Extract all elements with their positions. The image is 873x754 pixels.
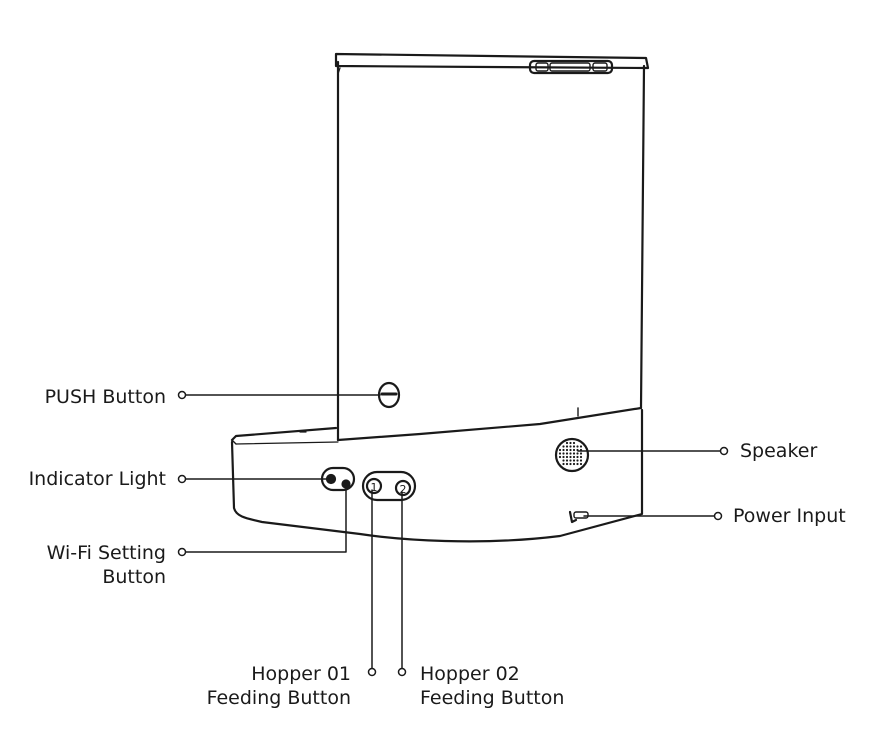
speaker-hole: [569, 452, 572, 455]
speaker-hole: [579, 448, 583, 452]
lid-latch: [528, 59, 614, 75]
speaker-hole: [565, 452, 569, 455]
speaker-hole: [562, 452, 565, 455]
speaker-hole: [569, 445, 572, 448]
hopper01-label: Hopper 01 Feeding Button: [207, 662, 351, 710]
speaker-hole: [579, 462, 583, 466]
speaker-hole: [576, 462, 579, 466]
hopper01-button-shape: [365, 477, 383, 495]
speaker-hole: [576, 445, 579, 448]
speaker-hole: [558, 448, 562, 452]
hopper02-number: 2: [400, 483, 407, 496]
hopper-lid: [334, 52, 650, 70]
speaker-hole: [579, 455, 583, 459]
speaker-hole: [562, 462, 565, 466]
speaker-hole: [558, 455, 562, 459]
speaker-hole: [569, 459, 572, 462]
speaker-hole: [562, 459, 565, 462]
wifi-setting-label-line2: Button: [102, 566, 166, 588]
hopper02-label-line1: Hopper 02: [420, 663, 520, 685]
speaker-hole: [576, 448, 579, 452]
speaker-hole: [572, 462, 576, 466]
speaker-hole: [572, 445, 576, 448]
hopper01-label-line1: Hopper 01: [251, 663, 351, 685]
speaker-hole: [572, 448, 576, 452]
power-input-label: Power Input: [733, 505, 846, 527]
speaker-hole: [576, 452, 579, 455]
speaker-hole: [565, 459, 569, 462]
speaker-dots: [558, 441, 583, 466]
speaker-hole: [565, 455, 569, 459]
hopper02-label-line2: Feeding Button: [420, 687, 565, 709]
hopper02-button-shape: [394, 479, 412, 497]
base: [230, 426, 338, 442]
speaker-hole: [569, 448, 572, 452]
speaker-hole: [562, 448, 565, 452]
speaker-hole: [572, 452, 576, 455]
hopper01-label-line2: Feeding Button: [206, 687, 351, 709]
indicator-light-label: Indicator Light: [28, 468, 166, 490]
wifi-leader: [185, 485, 347, 553]
speaker-hole: [569, 462, 572, 466]
speaker-hole: [562, 445, 565, 448]
speaker-hole: [576, 455, 579, 459]
speaker-hole: [572, 455, 576, 459]
wifi-setting-label-line1: Wi-Fi Setting: [46, 542, 166, 564]
power-input-port: [568, 510, 578, 524]
speaker-label: Speaker: [740, 440, 818, 462]
speaker-grille: [554, 437, 590, 473]
speaker-hole: [579, 445, 583, 448]
hopper02-label: Hopper 02 Feeding Button: [420, 662, 564, 710]
speaker-hole: [565, 445, 569, 448]
speaker-hole: [562, 455, 565, 459]
speaker-hole: [576, 459, 579, 462]
speaker-hole: [569, 441, 572, 445]
speaker-hole: [579, 452, 583, 455]
speaker-hole: [565, 441, 569, 445]
feeding-buttons-panel: [361, 470, 417, 502]
push-button-label: PUSH Button: [44, 386, 166, 408]
speaker-hole: [572, 441, 576, 445]
speaker-hole: [558, 452, 562, 455]
speaker-hole: [579, 459, 583, 462]
speaker-hole: [565, 462, 569, 466]
speaker-hole: [565, 448, 569, 452]
wifi-setting-label: Wi-Fi Setting Button: [47, 541, 166, 589]
hopper01-number: 1: [371, 481, 378, 494]
speaker-hole: [572, 459, 576, 462]
speaker-hole: [569, 455, 572, 459]
